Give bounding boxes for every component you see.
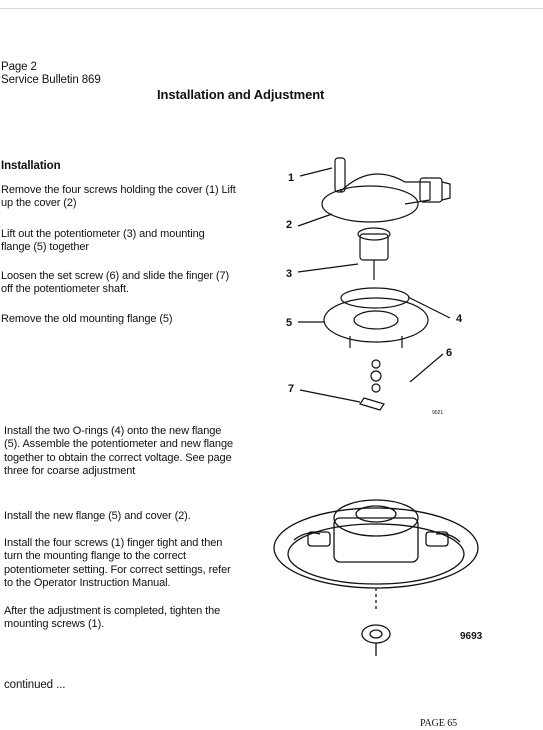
section-heading: Installation xyxy=(1,160,61,172)
assembled-view-diagram: 9693 xyxy=(273,499,483,656)
figure-code-top: 9021 xyxy=(432,410,443,416)
step-3: Loosen the set screw (6) and slide the f… xyxy=(1,270,230,296)
callout-4: 4 xyxy=(456,313,463,325)
flange-icon xyxy=(323,297,429,343)
page-title: Installation and Adjustment xyxy=(157,87,325,102)
callout-6: 6 xyxy=(446,347,452,359)
page-label: Page 2 xyxy=(1,61,37,73)
assembled-o-ring-icon xyxy=(361,624,391,644)
step-2: Lift out the potentiometer (3) and mount… xyxy=(1,228,205,254)
top-rule xyxy=(0,8,543,9)
cover-screw-icon xyxy=(334,157,346,193)
figure-code-bottom: 9693 xyxy=(460,631,483,642)
footer-page-number: PAGE 65 xyxy=(420,718,457,729)
step-5: Install the two O-rings (4) onto the new… xyxy=(4,425,233,478)
callout-2: 2 xyxy=(286,219,292,231)
callout-7: 7 xyxy=(288,383,294,395)
step-8: After the adjustment is completed, tight… xyxy=(4,605,221,631)
finger-icon xyxy=(359,397,385,411)
assembled-flange-icon xyxy=(273,507,479,589)
potentiometer-icon xyxy=(359,233,389,261)
step-4: Remove the old mounting flange (5) xyxy=(1,313,173,325)
callout-5: 5 xyxy=(286,317,292,329)
exploded-assembly-diagram: 1 2 3 4 5 6 7 9021 xyxy=(286,157,463,416)
callout-1: 1 xyxy=(288,172,294,184)
step-7: Install the four screws (1) finger tight… xyxy=(4,537,231,590)
assembled-cover-icon xyxy=(333,499,419,537)
step-6: Install the new flange (5) and cover (2)… xyxy=(4,510,191,522)
continued-note: continued ... xyxy=(4,679,66,691)
bulletin-label: Service Bulletin 869 xyxy=(1,74,101,86)
step-1: Remove the four screws holding the cover… xyxy=(1,184,236,210)
callout-3: 3 xyxy=(286,268,292,280)
cover-icon xyxy=(321,185,419,223)
